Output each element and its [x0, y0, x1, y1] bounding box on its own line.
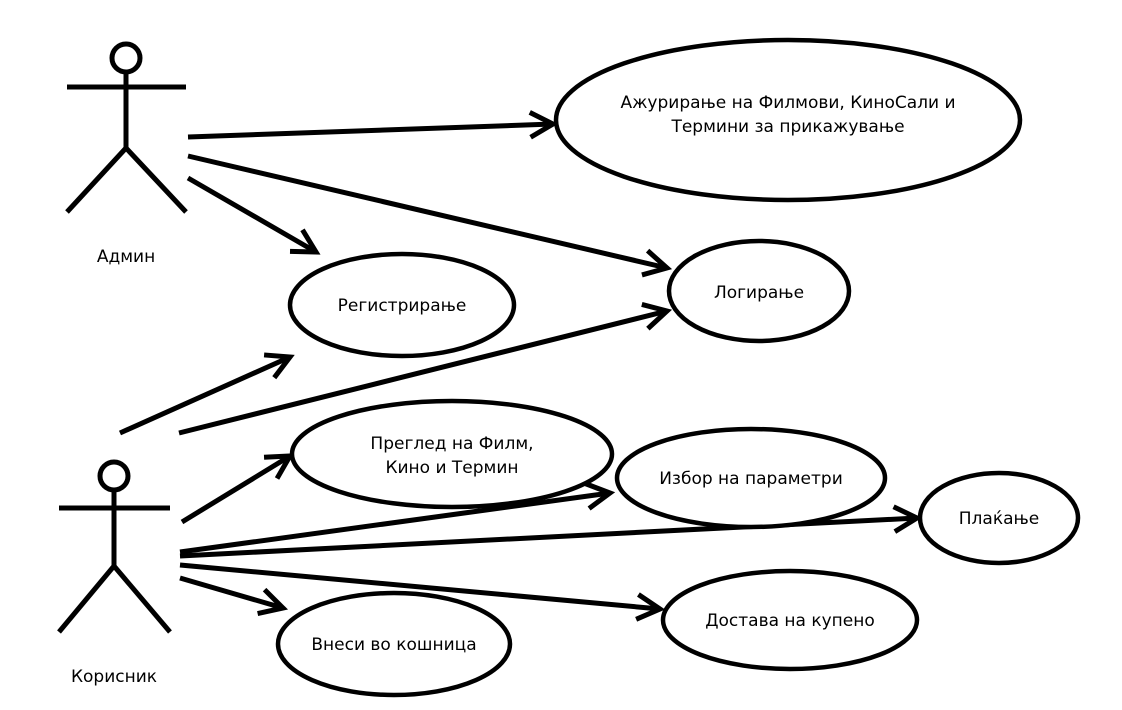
- arrowhead-icon: [635, 592, 666, 622]
- use-case-label: Избор на параметри: [659, 469, 843, 489]
- arrowhead-icon: [263, 352, 295, 380]
- use-case-label: Регистрирање: [338, 296, 467, 316]
- association-user-params: [179, 481, 616, 555]
- use-case-update[interactable]: Ажурирање на Филмови, КиноСали и Термини…: [553, 37, 1023, 203]
- use-case-label: Термини за прикажување: [670, 117, 904, 137]
- association-user-cart: [179, 575, 289, 617]
- actor-label: Админ: [97, 247, 155, 267]
- use-case-browse[interactable]: Преглед на Филм, Кино и Термин: [289, 398, 615, 510]
- association-admin-register: [186, 175, 321, 255]
- use-case-label: Внеси во кошница: [311, 635, 476, 655]
- arrowhead-icon: [641, 248, 673, 278]
- arrowhead-icon: [289, 228, 321, 255]
- association-admin-login: [187, 153, 673, 278]
- actor-user[interactable]: Корисник: [57, 459, 172, 687]
- stick-figure-icon: [57, 459, 172, 634]
- association-line: [187, 153, 668, 271]
- arrowhead-icon: [892, 504, 923, 534]
- association-user-login: [178, 302, 673, 436]
- use-case-register[interactable]: Регистрирање: [287, 251, 517, 359]
- arrowhead-icon: [641, 302, 673, 331]
- association-user-register: [118, 352, 295, 436]
- use-case-pay[interactable]: Плаќање: [917, 470, 1081, 566]
- association-line: [179, 490, 611, 555]
- stick-figure-icon: [65, 41, 188, 214]
- use-case-label: Достава на купено: [705, 611, 875, 631]
- association-line: [178, 308, 668, 436]
- association-line: [186, 175, 318, 255]
- association-line: [180, 453, 292, 525]
- use-case-cart[interactable]: Внеси во кошница: [275, 590, 513, 698]
- arrowhead-icon: [584, 481, 616, 511]
- arrowhead-icon: [257, 587, 289, 617]
- association-line: [179, 575, 284, 611]
- use-case-delivery[interactable]: Достава на купено: [660, 568, 920, 672]
- use-case-label: Плаќање: [959, 509, 1039, 529]
- association-user-delivery: [179, 562, 666, 622]
- association-line: [179, 562, 661, 612]
- use-case-label: Логирање: [714, 283, 804, 303]
- association-line: [118, 354, 292, 436]
- association-user-browse: [180, 453, 295, 525]
- use-case-label: Кино и Термин: [385, 458, 518, 478]
- use-case-label: Преглед на Филм,: [370, 434, 533, 454]
- actor-label: Корисник: [71, 667, 157, 687]
- use-case-label: Ажурирање на Филмови, КиноСали и: [620, 93, 955, 113]
- arrowhead-icon: [528, 110, 559, 140]
- actor-admin[interactable]: Админ: [65, 41, 188, 267]
- use-case-login[interactable]: Логирање: [666, 238, 852, 344]
- association-admin-update: [187, 110, 559, 140]
- association-line: [187, 121, 554, 140]
- use-case-params[interactable]: Избор на параметри: [614, 426, 888, 530]
